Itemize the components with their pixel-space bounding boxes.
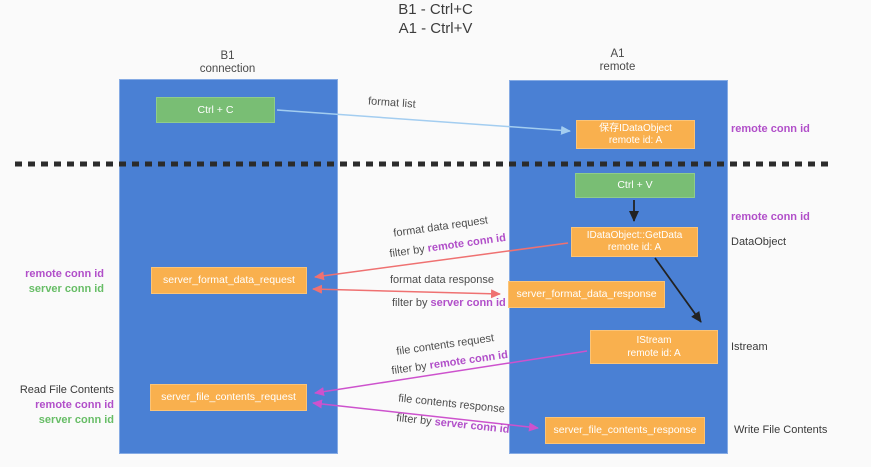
node-istream: IStream remote id: A <box>590 330 718 364</box>
read-file-contents-label: Read File Contents <box>19 384 114 396</box>
node-save-dataobject-line2: remote id: A <box>608 134 663 146</box>
format-data-response-arrow <box>312 284 501 299</box>
node-getdata-line2: remote id: A <box>607 242 662 253</box>
node-server-file-contents-request: server_file_contents_request <box>150 384 307 411</box>
label-file-contents-response-filter: filter by server conn id <box>396 412 510 436</box>
filter-by-text: filter by <box>388 243 426 261</box>
node-file-request-label: server_file_contents_request <box>161 391 296 403</box>
label-file-contents-response: file contents response <box>397 392 506 416</box>
right-remote-conn-id-top: remote conn id <box>731 123 810 135</box>
column-header-a1: A1 remote <box>509 48 726 74</box>
dataobject-label: DataObject <box>731 236 787 248</box>
left-server-conn-id-label: server conn id <box>28 283 104 295</box>
title-line-1: B1 - Ctrl+C <box>398 1 473 18</box>
read-file-contents-labels: Read File Contents remote conn id server… <box>20 383 114 428</box>
label-format-data-response-filter: filter by server conn id <box>392 297 506 309</box>
write-file-contents-label: Write File Contents <box>734 424 828 436</box>
filter-by-text: filter by <box>395 412 433 428</box>
node-idataobject-getdata: IDataObject::GetData remote id: A <box>571 227 698 257</box>
node-getdata-line1: IDataObject::GetData <box>586 230 683 241</box>
node-save-dataobject: 保存IDataObject remote id: A <box>576 120 695 149</box>
node-server-file-contents-response: server_file_contents_response <box>545 417 705 444</box>
label-format-list: format list <box>367 95 417 111</box>
right-remote-conn-id-mid: remote conn id <box>731 211 810 223</box>
node-ctrl-c: Ctrl + C <box>156 97 275 123</box>
node-ctrl-v: Ctrl + V <box>575 173 695 198</box>
istream-label: Istream <box>731 341 768 353</box>
filter-by-text: filter by <box>392 297 428 309</box>
column-a1-subtitle: remote <box>599 61 636 73</box>
node-format-request-label: server_format_data_request <box>163 274 295 286</box>
node-file-response-label: server_file_contents_response <box>553 424 697 436</box>
filter-value-server-conn-id: server conn id <box>434 416 511 436</box>
node-ctrl-v-label: Ctrl + V <box>617 179 653 191</box>
left-server-conn-id-label-2: server conn id <box>38 414 114 426</box>
filter-value-remote-conn-id: remote conn id <box>428 348 509 372</box>
left-remote-conn-id-label: remote conn id <box>25 268 104 280</box>
node-istream-line2: remote id: A <box>627 348 681 359</box>
left-remote-conn-id-label-2: remote conn id <box>35 399 114 411</box>
node-save-dataobject-line1: 保存IDataObject <box>599 122 672 134</box>
title-line-2: A1 - Ctrl+V <box>398 20 473 37</box>
column-header-b1: B1 connection <box>119 50 336 76</box>
column-b1-name: B1 <box>220 50 235 62</box>
filter-value-remote-conn-id: remote conn id <box>426 231 507 255</box>
filter-by-text: filter by <box>390 360 428 378</box>
node-server-format-data-response: server_format_data_response <box>508 281 665 308</box>
node-ctrl-c-label: Ctrl + C <box>197 103 234 116</box>
filter-value-server-conn-id: server conn id <box>430 297 506 309</box>
diagram-title: B1 - Ctrl+C A1 - Ctrl+V <box>0 0 871 38</box>
label-format-data-response: format data response <box>390 274 494 286</box>
column-b1-subtitle: connection <box>199 63 256 75</box>
left-conn-id-labels: remote conn id server conn id <box>25 267 104 297</box>
column-a1-name: A1 <box>610 48 625 60</box>
node-istream-line1: IStream <box>636 335 672 346</box>
node-format-response-label: server_format_data_response <box>516 288 657 300</box>
node-server-format-data-request: server_format_data_request <box>151 267 307 294</box>
